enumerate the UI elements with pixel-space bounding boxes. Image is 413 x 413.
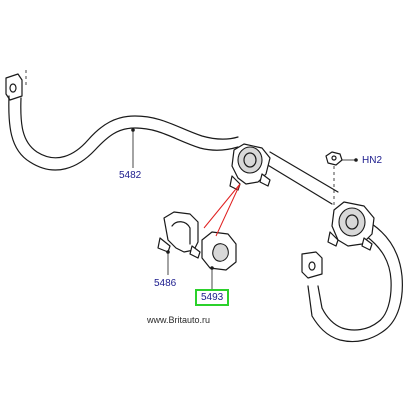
red-leader-bushing: [215, 183, 241, 237]
callout-5482[interactable]: 5482: [119, 170, 142, 181]
callout-hn2[interactable]: HN2: [362, 155, 383, 166]
installed-clamp-left: [229, 143, 271, 191]
red-leader-bracket: [203, 183, 241, 229]
watermark: www.Britauto.ru: [147, 315, 211, 325]
installed-clamp-right: [327, 201, 375, 251]
nut-hn2: [325, 151, 358, 206]
callout-5493[interactable]: 5493: [195, 289, 230, 306]
bushing-5493: [201, 231, 237, 289]
stabilizer-bar: [5, 73, 403, 343]
bracket-5486: [157, 211, 201, 275]
callout-5486[interactable]: 5486: [154, 278, 177, 289]
